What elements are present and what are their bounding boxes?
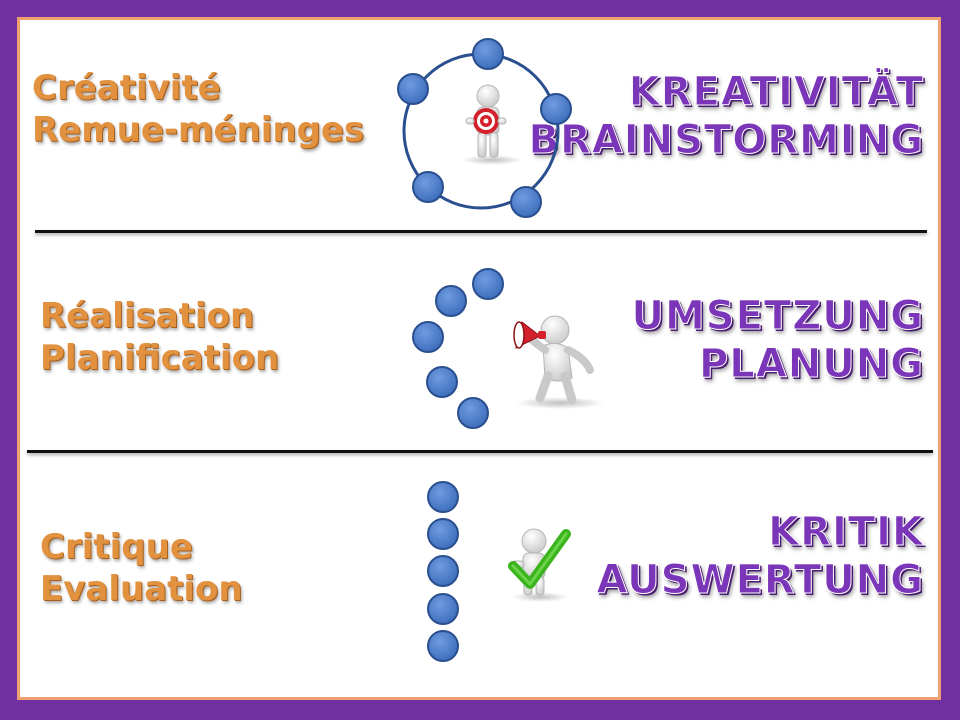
row-1-french-label: Créativité Remue-méninges (32, 67, 364, 151)
arc-node (457, 397, 489, 429)
row-1-german-label: Kreativität Brainstorming (528, 68, 925, 164)
person-with-target-icon (462, 84, 522, 165)
cycle-node (510, 186, 542, 218)
row-2-french-label: Réalisation Planification (40, 295, 279, 379)
row-3-french-line-2: Evaluation (40, 569, 243, 609)
person-with-megaphone-icon (513, 315, 605, 409)
person-with-checkmark-icon (508, 528, 571, 602)
column-node (427, 518, 459, 550)
column-node (427, 630, 459, 662)
row-3-column-diagram (427, 481, 571, 662)
row-3-french-label: Critique Evaluation (40, 526, 243, 610)
row-1-german-line-1: Kreativität (628, 69, 924, 116)
row-3-german-label: Kritik Auswertung (596, 508, 924, 604)
row-2-german-line-2: Planung (698, 341, 924, 388)
row-1-cycle-diagram (397, 38, 572, 218)
row-1-french-line-2: Remue-méninges (32, 110, 365, 150)
column-node (427, 481, 459, 513)
arc-node (426, 366, 458, 398)
row-2-arc-diagram (412, 268, 605, 429)
row-3-french-line-1: Critique (40, 527, 193, 567)
column-node (427, 593, 459, 625)
row-1-french-line-1: Créativité (32, 68, 221, 108)
arc-node (435, 285, 467, 317)
row-1-german-line-2: Brainstorming (528, 117, 924, 164)
arc-node (412, 321, 444, 353)
divider-1 (35, 230, 927, 233)
divider-2 (27, 450, 933, 453)
cycle-node (397, 73, 429, 105)
cycle-node (472, 38, 504, 70)
arc-node (472, 268, 504, 300)
row-3-german-line-1: Kritik (768, 509, 924, 556)
row-2-french-line-1: Réalisation (40, 296, 255, 336)
cycle-node (412, 171, 444, 203)
row-2-german-label: Umsetzung Planung (631, 292, 925, 388)
row-2-german-line-1: Umsetzung (631, 293, 924, 340)
cycle-node (540, 93, 572, 125)
row-3-german-line-2: Auswertung (596, 557, 924, 604)
row-2-french-line-2: Planification (40, 338, 280, 378)
column-node (427, 555, 459, 587)
